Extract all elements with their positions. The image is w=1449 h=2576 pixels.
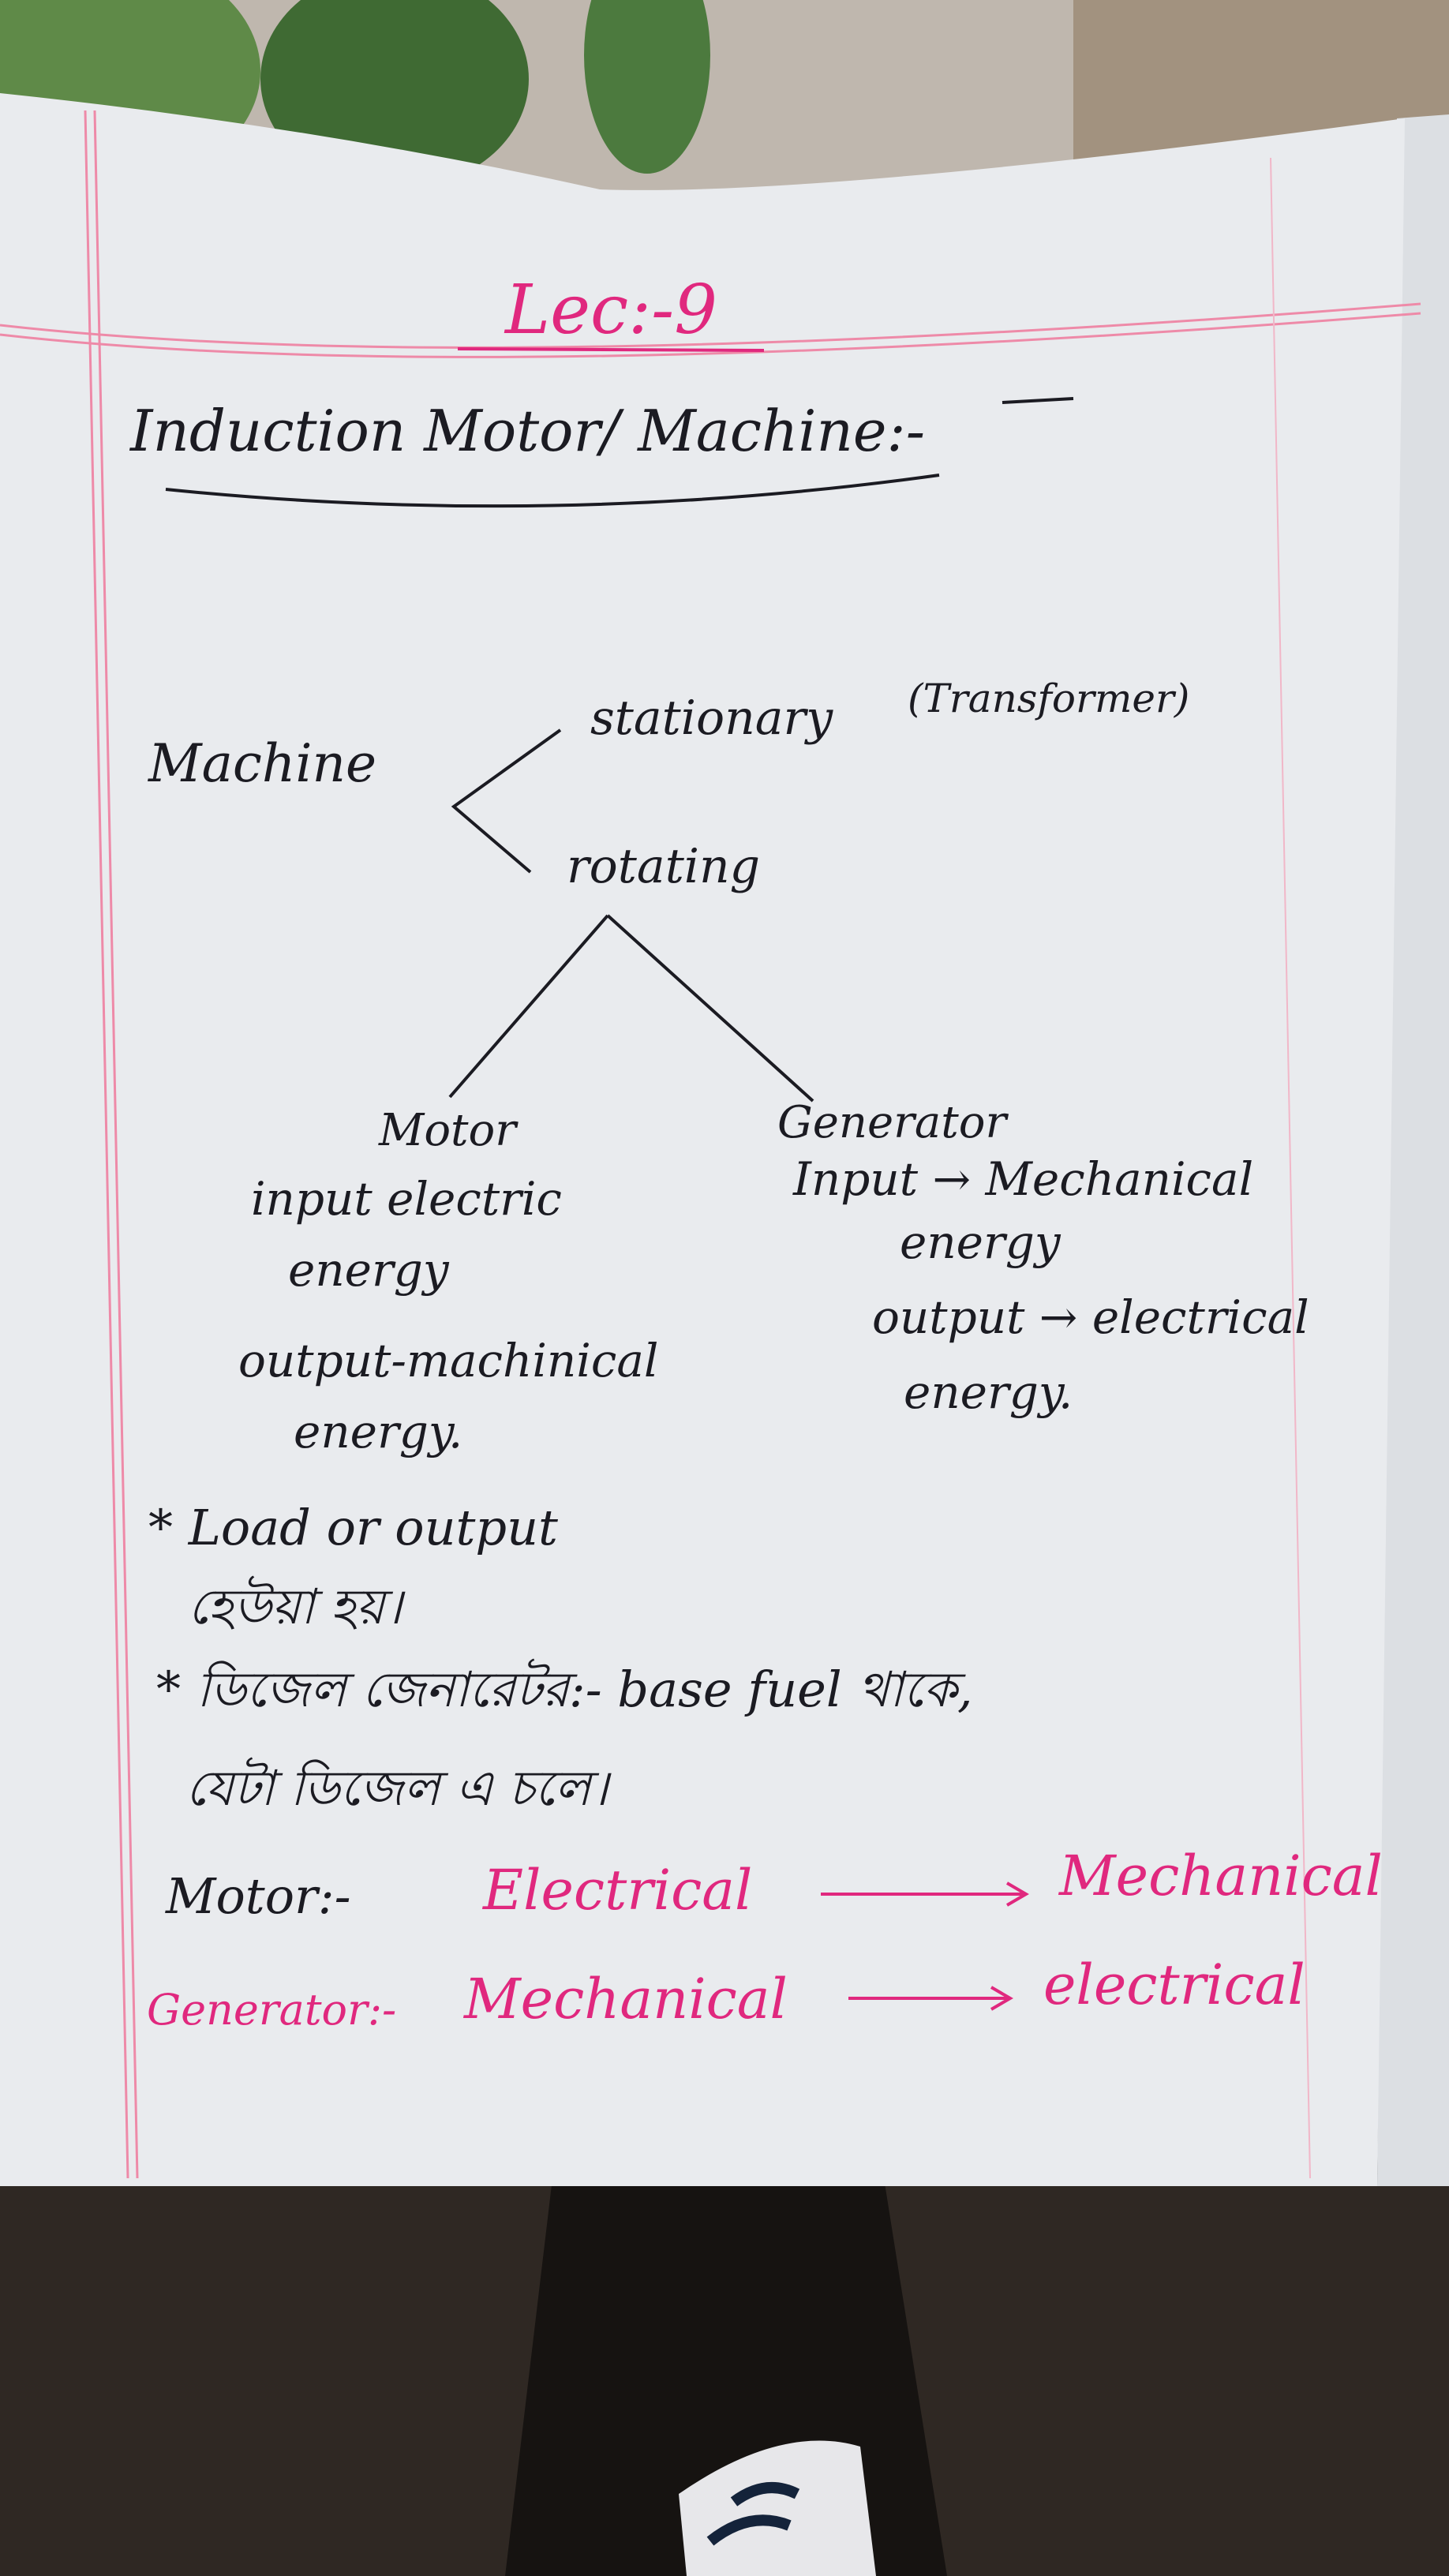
fabric-pattern bbox=[679, 2440, 876, 2576]
motor-note-line: energy. bbox=[294, 1405, 463, 1458]
tree-child-motor: Motor bbox=[379, 1105, 517, 1156]
page-heading: Induction Motor/ Machine:- bbox=[130, 398, 926, 464]
plant-leaf bbox=[584, 0, 710, 174]
fabric-print bbox=[706, 2482, 800, 2546]
heading-dash bbox=[1002, 397, 1074, 404]
remark-line: * ডিজেল জেনারেটর:- base fuel থাকে, bbox=[156, 1661, 973, 1718]
sub-branch-lines bbox=[448, 914, 814, 1103]
tree-branch-stationary: stationary bbox=[590, 691, 833, 746]
remark-line: যেটা ডিজেল এ চলে। bbox=[185, 1759, 608, 1817]
summary-motor-from: Electrical bbox=[483, 1858, 753, 1923]
motor-arrow bbox=[821, 1881, 1029, 1907]
motor-note-line: output-machinical bbox=[238, 1334, 659, 1387]
summary-generator-to: electrical bbox=[1043, 1953, 1305, 2017]
generator-note-line: output → electrical bbox=[872, 1290, 1309, 1344]
tree-branch-transformer-note: (Transformer) bbox=[908, 676, 1190, 721]
tree-branch-rotating: rotating bbox=[567, 839, 761, 894]
motor-note-line: input electric bbox=[251, 1172, 562, 1226]
branch-lines bbox=[451, 728, 562, 874]
summary-motor-label: Motor:- bbox=[166, 1867, 351, 1925]
tree-root-machine: Machine bbox=[148, 733, 377, 794]
title-underline bbox=[457, 347, 765, 352]
margin-line-left bbox=[84, 110, 129, 2179]
generator-note-line: energy bbox=[900, 1215, 1061, 1269]
margin-line-right bbox=[1270, 157, 1311, 2179]
margin-line-left bbox=[93, 110, 139, 2179]
motor-note-line: energy bbox=[288, 1243, 449, 1297]
remark-line: হেউয়া হয়। bbox=[188, 1578, 402, 1635]
generator-arrow bbox=[848, 1986, 1013, 2011]
summary-generator-label: Generator:- bbox=[147, 1985, 397, 2035]
margin-line-top bbox=[0, 302, 1421, 349]
heading-underline bbox=[165, 474, 940, 508]
tree-child-generator: Generator bbox=[777, 1097, 1007, 1148]
lecture-title: Lec:-9 bbox=[505, 271, 717, 350]
generator-note-line: Input → Mechanical bbox=[793, 1152, 1254, 1206]
summary-motor-to: Mechanical bbox=[1059, 1844, 1383, 1908]
notebook-page bbox=[0, 93, 1405, 2186]
margin-line-top bbox=[0, 312, 1421, 358]
generator-note-line: energy. bbox=[904, 1365, 1073, 1419]
summary-generator-from: Mechanical bbox=[464, 1967, 788, 2031]
remark-line: * Load or output bbox=[148, 1499, 558, 1556]
